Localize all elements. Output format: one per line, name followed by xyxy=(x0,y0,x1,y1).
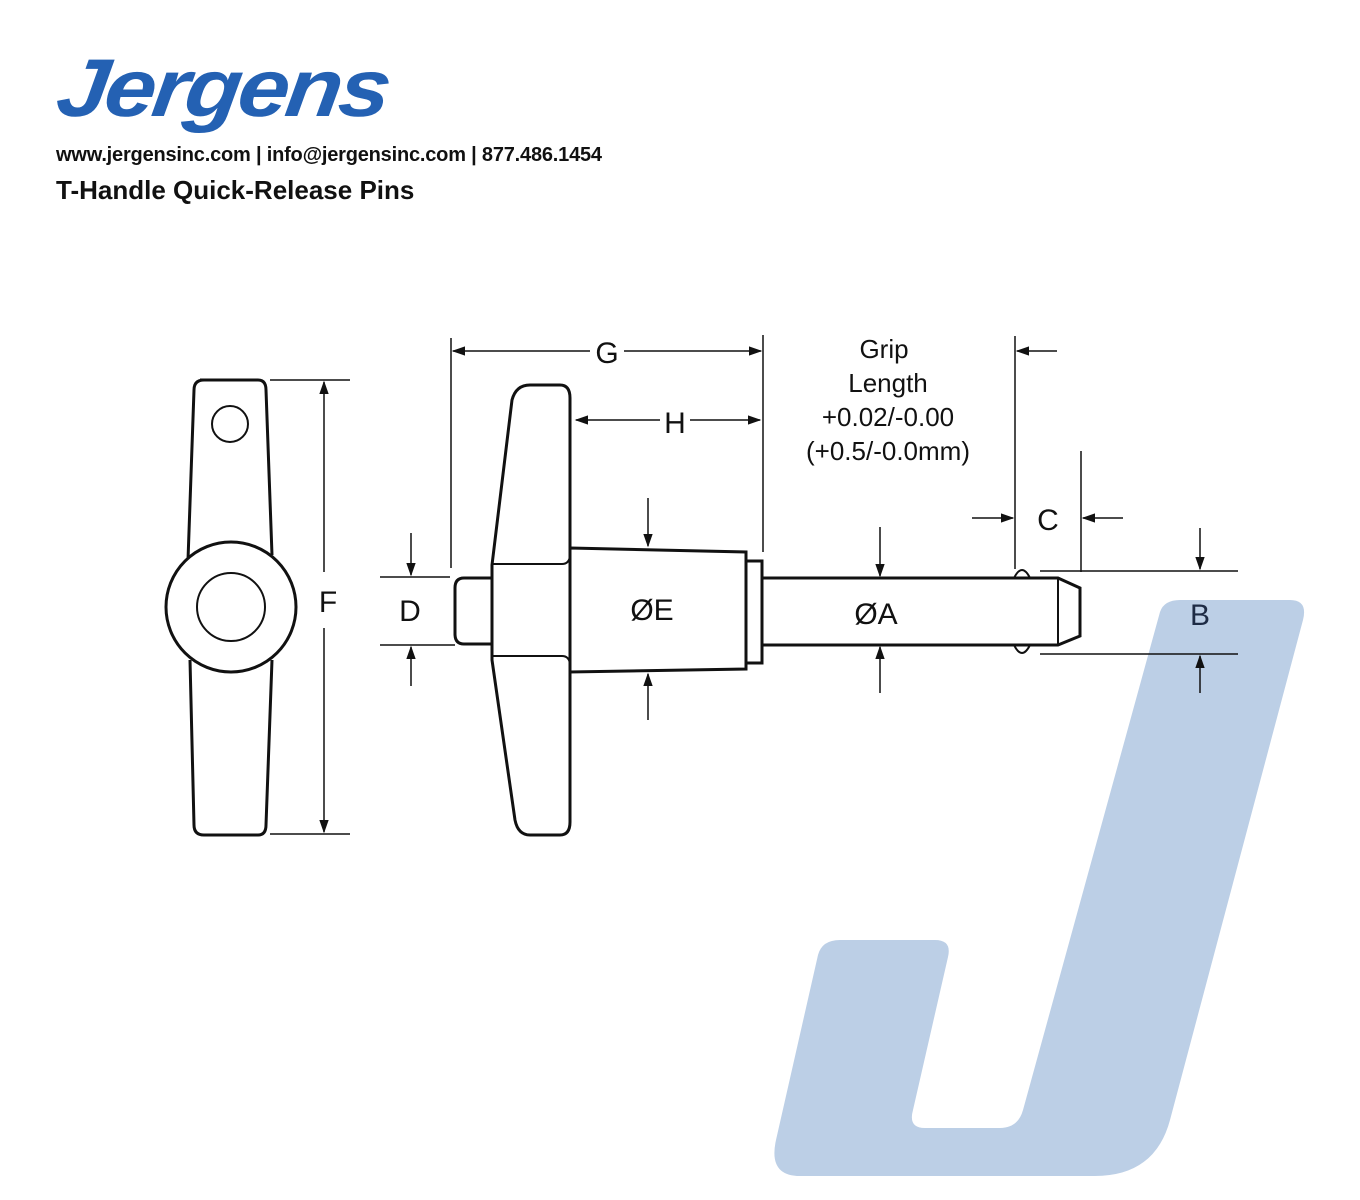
label-e: ØE xyxy=(630,594,673,627)
grip-length-line1: Grip xyxy=(859,334,908,364)
jergens-logo: Jergens xyxy=(56,44,394,134)
page-title: T-Handle Quick-Release Pins xyxy=(56,175,415,205)
watermark-j-icon xyxy=(774,600,1305,1176)
label-c: C xyxy=(1037,504,1059,537)
grip-length-tolerance-in: +0.02/-0.00 xyxy=(822,402,954,432)
label-h: H xyxy=(664,407,686,440)
grip-length-tolerance-mm: (+0.5/-0.0mm) xyxy=(806,436,970,466)
grip-length-note: Grip Length +0.02/-0.00 (+0.5/-0.0mm) xyxy=(806,334,970,466)
label-f: F xyxy=(319,586,337,619)
label-g: G xyxy=(595,337,618,370)
end-view xyxy=(164,378,298,837)
label-a: ØA xyxy=(854,598,897,631)
dimension-f xyxy=(270,379,350,835)
logo-text: Jergens xyxy=(56,44,394,134)
label-d: D xyxy=(399,595,421,628)
contact-line: www.jergensinc.com | info@jergensinc.com… xyxy=(56,144,602,166)
dimension-lines xyxy=(380,335,1238,720)
grip-length-line2: Length xyxy=(848,368,928,398)
label-b: B xyxy=(1190,599,1210,632)
side-view xyxy=(453,383,1082,837)
